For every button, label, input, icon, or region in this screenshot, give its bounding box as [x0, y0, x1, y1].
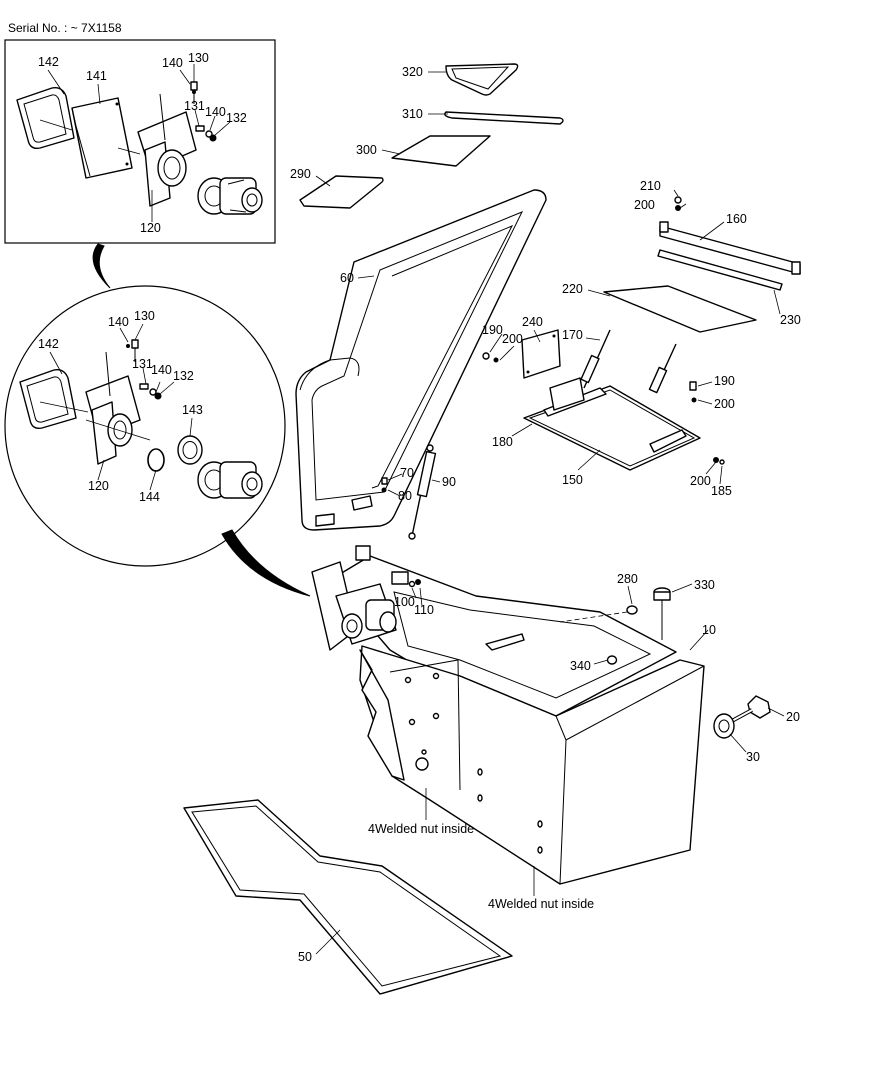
motor-assembly-inset	[197, 177, 263, 215]
note-welded-nut-2: 4Welded nut inside	[488, 897, 594, 911]
callout-labels: 142 141 140 130 131 140 132 120 140 130 …	[38, 51, 801, 964]
callout-50: 50	[298, 950, 312, 964]
screws-inset	[190, 81, 217, 142]
callout-310: 310	[402, 107, 423, 121]
nut-340	[606, 655, 618, 665]
gas-spring-90	[408, 444, 437, 540]
bracket-180	[549, 377, 585, 411]
gas-spring-170	[580, 329, 677, 394]
callout-160: 160	[726, 212, 747, 226]
seal-frame-142-inset	[16, 86, 75, 150]
callout-200: 200	[634, 198, 655, 212]
callout-141: 141	[86, 69, 107, 83]
bracket-assembly-120-inset	[137, 93, 197, 207]
callout-190: 190	[482, 323, 503, 337]
callout-142: 142	[38, 337, 59, 351]
callout-200: 200	[502, 332, 523, 346]
callout-180: 180	[492, 435, 513, 449]
bracket-assembly-120-circle	[85, 351, 141, 465]
film-300	[391, 135, 491, 167]
callout-143: 143	[182, 403, 203, 417]
note-welded-nut-1: 4Welded nut inside	[368, 822, 474, 836]
inset-leaders	[39, 64, 231, 222]
bolt-20	[729, 695, 771, 724]
callout-120: 120	[140, 221, 161, 235]
callout-90: 90	[442, 475, 456, 489]
callout-arrow-upper	[92, 243, 111, 289]
callout-130: 130	[188, 51, 209, 65]
callout-144: 144	[139, 490, 160, 504]
callout-140: 140	[108, 315, 129, 329]
callout-300: 300	[356, 143, 377, 157]
sheet-220	[603, 285, 757, 333]
callout-200: 200	[690, 474, 711, 488]
callout-290: 290	[290, 167, 311, 181]
fasteners-70-80	[381, 477, 388, 493]
knob-330	[653, 587, 671, 640]
callout-190: 190	[714, 374, 735, 388]
callout-20: 20	[786, 710, 800, 724]
circle-leaders	[39, 323, 193, 491]
callout-30: 30	[746, 750, 760, 764]
callout-150: 150	[562, 473, 583, 487]
film-310	[444, 111, 564, 125]
callout-arrow-lower	[221, 529, 311, 597]
callout-240: 240	[522, 315, 543, 329]
motor-assembly-main	[311, 545, 421, 651]
housing-10	[329, 555, 705, 885]
callout-230: 230	[780, 313, 801, 327]
base-plate-150	[523, 385, 701, 471]
detail-circle-frame	[4, 285, 286, 567]
callout-320: 320	[402, 65, 423, 79]
callout-280: 280	[617, 572, 638, 586]
callout-170: 170	[562, 328, 583, 342]
rubber-mount-30	[713, 713, 735, 739]
callout-10: 10	[702, 623, 716, 637]
callout-132: 132	[173, 369, 194, 383]
gasket-50	[183, 799, 513, 995]
callout-131: 131	[132, 357, 153, 371]
ring-143	[177, 435, 203, 465]
callout-200: 200	[714, 397, 735, 411]
callout-210: 210	[640, 179, 661, 193]
callout-130: 130	[134, 309, 155, 323]
callout-140: 140	[205, 105, 226, 119]
washer-280	[559, 605, 638, 623]
callout-340: 340	[570, 659, 591, 673]
serial-number-label: Serial No. : ~ 7X1158	[8, 21, 122, 35]
film-320	[445, 63, 519, 96]
callout-185: 185	[711, 484, 732, 498]
callout-120: 120	[88, 479, 109, 493]
callout-330: 330	[694, 578, 715, 592]
callout-60: 60	[340, 271, 354, 285]
door-frame-60	[295, 189, 547, 531]
callout-140: 140	[162, 56, 183, 70]
callout-100: 100	[394, 595, 415, 609]
hinge-bar-160	[659, 221, 801, 275]
callout-142: 142	[38, 55, 59, 69]
callout-220: 220	[562, 282, 583, 296]
callout-70: 70	[400, 466, 414, 480]
strip-230	[657, 249, 783, 291]
callout-80: 80	[398, 489, 412, 503]
cover-plate-141	[71, 97, 133, 179]
callout-132: 132	[226, 111, 247, 125]
callout-131: 131	[184, 99, 205, 113]
main-leaders	[315, 71, 785, 955]
snap-ring-144	[147, 448, 165, 472]
film-290	[299, 175, 384, 209]
plate-240	[521, 329, 561, 379]
motor-assembly-circle	[197, 461, 263, 499]
callout-110: 110	[414, 603, 434, 617]
seal-frame-142-circle	[19, 368, 77, 430]
detail-inset-frame	[4, 39, 276, 244]
callout-140: 140	[151, 363, 172, 377]
screws-190-200	[482, 352, 725, 465]
screws-210-200-top	[674, 196, 682, 211]
